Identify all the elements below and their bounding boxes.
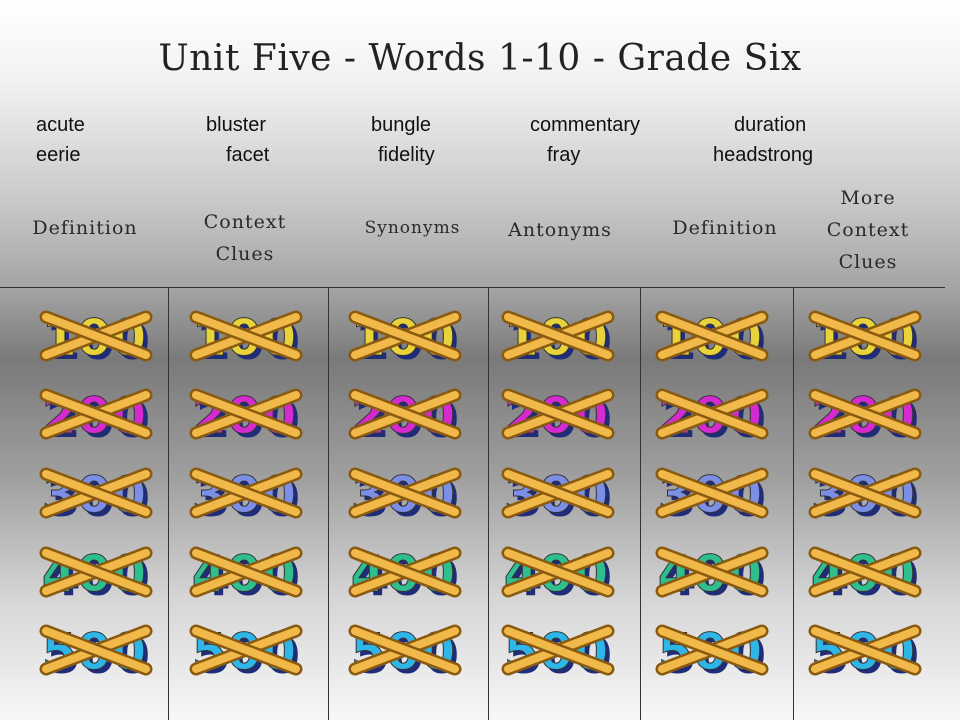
score-tile-2-2[interactable]: 200200: [186, 383, 306, 449]
category-header-2: Context Clues: [203, 211, 287, 265]
vocab-word-4: commentary: [530, 114, 641, 136]
used-x-mark-icon: [348, 624, 462, 676]
vocab-word-2: bluster: [206, 114, 267, 136]
score-tile-6-5[interactable]: 500500: [805, 619, 925, 685]
used-x-mark-icon: [39, 310, 153, 362]
used-x-mark-icon: [808, 624, 922, 676]
used-x-mark-icon: [501, 546, 615, 598]
vocab-word-7: facet: [226, 144, 270, 166]
vocab-word-9: fray: [547, 144, 581, 166]
column-divider: [168, 288, 169, 720]
used-x-mark-icon: [348, 546, 462, 598]
used-x-mark-icon: [655, 310, 769, 362]
used-x-mark-icon: [501, 467, 615, 519]
used-x-mark-icon: [808, 388, 922, 440]
used-x-mark-icon: [189, 310, 303, 362]
used-x-mark-icon: [189, 546, 303, 598]
used-x-mark-icon: [39, 624, 153, 676]
vocab-word-3: bungle: [371, 114, 432, 136]
score-tile-2-1[interactable]: 100100: [186, 305, 306, 371]
score-tile-1-5[interactable]: 500500: [36, 619, 156, 685]
column-divider: [793, 288, 794, 720]
vocab-word-5: duration: [734, 114, 807, 136]
used-x-mark-icon: [348, 467, 462, 519]
used-x-mark-icon: [39, 467, 153, 519]
used-x-mark-icon: [501, 388, 615, 440]
column-divider: [488, 288, 489, 720]
used-x-mark-icon: [655, 388, 769, 440]
score-tile-1-4[interactable]: 400400: [36, 541, 156, 607]
score-tile-1-3[interactable]: 300300: [36, 462, 156, 528]
score-tile-5-1[interactable]: 100100: [652, 305, 772, 371]
used-x-mark-icon: [655, 467, 769, 519]
used-x-mark-icon: [808, 310, 922, 362]
used-x-mark-icon: [39, 388, 153, 440]
score-tile-4-1[interactable]: 100100: [498, 305, 618, 371]
used-x-mark-icon: [501, 310, 615, 362]
used-x-mark-icon: [501, 624, 615, 676]
used-x-mark-icon: [348, 310, 462, 362]
used-x-mark-icon: [808, 467, 922, 519]
category-header-6: More Context Clues: [826, 187, 910, 273]
score-tile-4-4[interactable]: 400400: [498, 541, 618, 607]
score-tile-2-5[interactable]: 500500: [186, 619, 306, 685]
used-x-mark-icon: [655, 624, 769, 676]
used-x-mark-icon: [808, 546, 922, 598]
score-tile-2-4[interactable]: 400400: [186, 541, 306, 607]
score-tile-1-2[interactable]: 200200: [36, 383, 156, 449]
score-tile-6-3[interactable]: 300300: [805, 462, 925, 528]
used-x-mark-icon: [189, 388, 303, 440]
category-header-1: Definition: [32, 217, 138, 239]
score-tile-3-5[interactable]: 500500: [345, 619, 465, 685]
category-header-4: Antonyms: [508, 219, 612, 241]
score-tile-5-2[interactable]: 200200: [652, 383, 772, 449]
score-tile-6-2[interactable]: 200200: [805, 383, 925, 449]
score-tile-5-5[interactable]: 500500: [652, 619, 772, 685]
score-tile-5-4[interactable]: 400400: [652, 541, 772, 607]
score-tile-5-3[interactable]: 300300: [652, 462, 772, 528]
page-title: Unit Five - Words 1-10 - Grade Six: [158, 38, 802, 79]
used-x-mark-icon: [348, 388, 462, 440]
score-tile-3-2[interactable]: 200200: [345, 383, 465, 449]
score-tile-6-4[interactable]: 400400: [805, 541, 925, 607]
column-divider: [640, 288, 641, 720]
used-x-mark-icon: [189, 467, 303, 519]
vocab-word-1: acute: [36, 114, 85, 136]
score-tile-4-2[interactable]: 200200: [498, 383, 618, 449]
score-tile-2-3[interactable]: 300300: [186, 462, 306, 528]
score-tile-3-1[interactable]: 100100: [345, 305, 465, 371]
score-tile-3-4[interactable]: 400400: [345, 541, 465, 607]
column-divider: [328, 288, 329, 720]
used-x-mark-icon: [655, 546, 769, 598]
score-tile-6-1[interactable]: 100100: [805, 305, 925, 371]
score-tile-1-1[interactable]: 100100: [36, 305, 156, 371]
category-header-5: Definition: [672, 217, 778, 239]
score-tile-4-5[interactable]: 500500: [498, 619, 618, 685]
used-x-mark-icon: [39, 546, 153, 598]
vocab-word-8: fidelity: [378, 144, 435, 166]
vocab-word-10: headstrong: [713, 144, 814, 166]
used-x-mark-icon: [189, 624, 303, 676]
header-divider: [0, 287, 945, 288]
score-tile-4-3[interactable]: 300300: [498, 462, 618, 528]
category-header-3: Synonyms: [364, 218, 461, 238]
vocab-word-6: eerie: [36, 144, 81, 166]
score-tile-3-3[interactable]: 300300: [345, 462, 465, 528]
